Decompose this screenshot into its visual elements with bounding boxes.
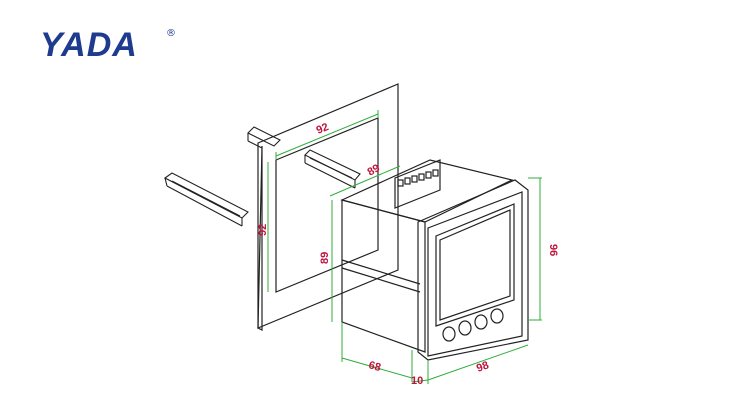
brand-name: YADA: [40, 26, 138, 64]
brand-logo: YADA ®: [40, 26, 180, 66]
registered-mark: ®: [166, 28, 176, 39]
dim-bezel-thickness: 10: [411, 375, 423, 387]
dim-cutout-height: 92: [257, 224, 269, 236]
dim-depth-body: 68: [367, 359, 382, 374]
dim-front-height: 96: [547, 244, 559, 256]
button-2: [458, 320, 472, 336]
meter-front-bezel: [417, 179, 529, 361]
panel-edge: [257, 145, 263, 331]
left-mounting-bracket: [163, 172, 249, 227]
front-buttons: [442, 308, 504, 342]
terminal-block: [394, 159, 441, 209]
dim-cutout-width: 92: [315, 121, 331, 137]
display-screen: [439, 209, 511, 321]
meter-body: [340, 159, 514, 353]
button-1: [442, 326, 456, 342]
meter-side-face: [341, 199, 426, 353]
dim-body-width: 89: [366, 162, 383, 179]
display-window: [435, 203, 515, 327]
dimension-lines: [267, 110, 542, 384]
button-4: [490, 308, 504, 324]
button-3: [474, 314, 488, 330]
panel-cutout: [275, 117, 379, 293]
dim-body-height: 89: [319, 252, 331, 264]
top-mounting-bracket: [247, 126, 361, 189]
panel-front-face: [257, 83, 399, 329]
dim-total-depth: 98: [475, 359, 491, 374]
mounting-panel: [257, 83, 399, 331]
